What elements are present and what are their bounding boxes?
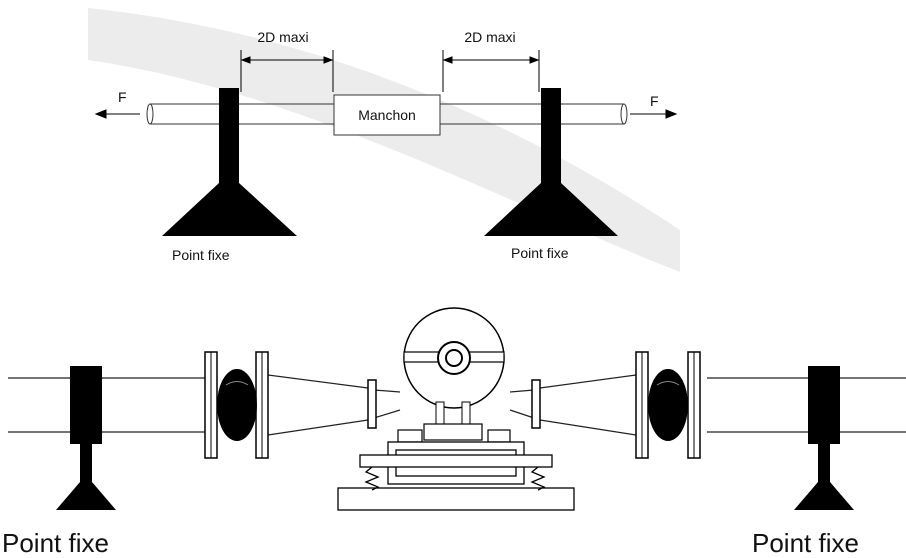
fixed-point-left-stand: [162, 88, 297, 236]
expansion-joint-right: [635, 351, 701, 459]
pump-flanges: [367, 379, 541, 429]
force-left-label: F: [118, 89, 127, 105]
sleeve-box: [333, 94, 441, 136]
top-pipe: [146, 103, 628, 125]
force-arrow-left: [94, 109, 140, 119]
bottom-fixed-point-right-label: Point fixe: [752, 528, 859, 558]
dimension-right-label: 2D maxi: [464, 29, 515, 45]
force-arrow-right: [630, 109, 678, 119]
fixed-point-right-stand: [484, 88, 618, 236]
bottom-fixed-point-left: [56, 366, 116, 510]
bottom-fixed-point-right: [794, 366, 854, 510]
pipe-runs: [8, 374, 906, 436]
force-right-label: F: [650, 93, 659, 109]
expansion-joint-left: [204, 351, 269, 459]
top-diagram: Manchon 2D maxi 2D maxi: [94, 29, 678, 263]
dimension-lines: [240, 50, 540, 92]
bottom-fixed-point-left-label: Point fixe: [2, 528, 109, 558]
top-fixed-point-left-label: Point fixe: [172, 247, 230, 263]
bottom-diagram: Point fixe Point fixe: [2, 307, 906, 558]
dimension-left-label: 2D maxi: [257, 29, 308, 45]
pump-base: [337, 441, 575, 511]
pump: [397, 307, 511, 443]
top-fixed-point-right-label: Point fixe: [511, 245, 569, 261]
sleeve-label: Manchon: [358, 107, 416, 123]
